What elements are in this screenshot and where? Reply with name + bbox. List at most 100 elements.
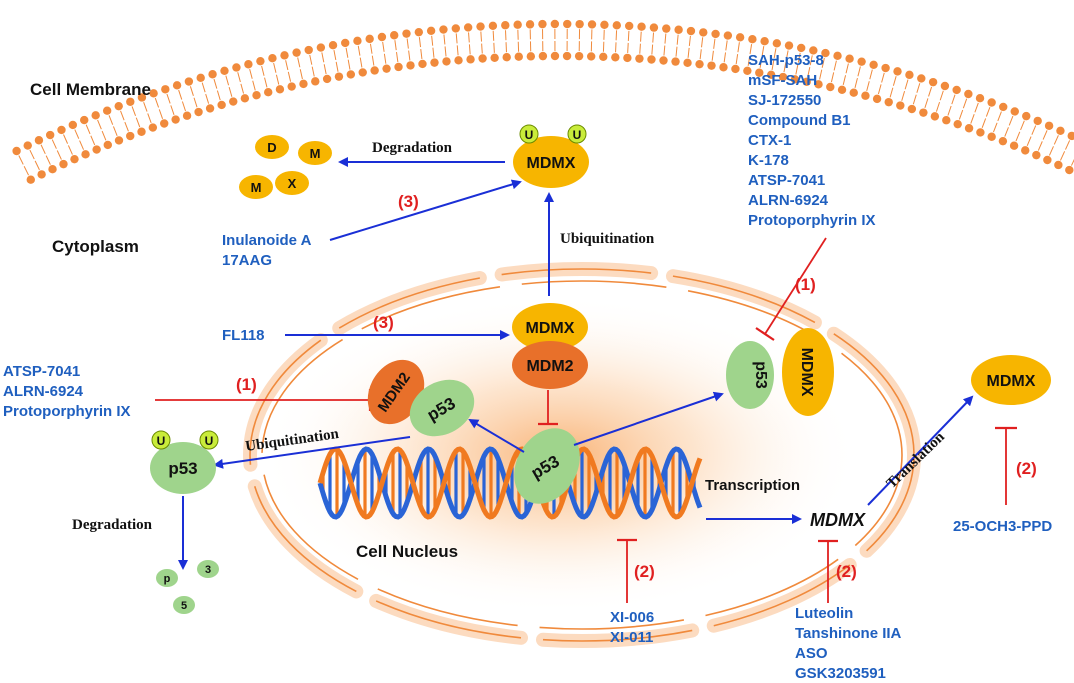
lipid-tail (309, 54, 313, 65)
lipid-head (649, 23, 659, 32)
lipid-tail (651, 44, 654, 55)
lipid-tail (807, 66, 811, 77)
lipid-tail (323, 64, 327, 75)
lipid-tail (216, 90, 221, 101)
lipid-tail (383, 53, 387, 64)
lipid-head (735, 33, 745, 42)
lipid-tail (981, 118, 987, 128)
fragment-3: 3 (205, 564, 211, 576)
lipid-tail (273, 62, 277, 73)
ub-tag-3: U (157, 434, 166, 448)
lipid-head (942, 116, 951, 125)
lipid-tail (213, 78, 218, 89)
lipid-tail (640, 31, 642, 42)
lipid-head (896, 101, 905, 110)
nucleus-envelope-inner (261, 280, 903, 630)
lipid-head (45, 130, 55, 140)
lipid-tail (997, 111, 1002, 122)
degradation-label-left: Degradation (72, 517, 153, 533)
lipid-head (1065, 165, 1074, 175)
lipid-tail (201, 82, 206, 93)
lipid-tail (178, 89, 183, 100)
lipid-head (34, 136, 44, 145)
lipid-tail (928, 86, 933, 97)
lipid-head (205, 104, 215, 113)
lipid-head (550, 51, 560, 61)
lipid-tail (970, 113, 975, 124)
lipid-head (802, 77, 811, 86)
lipid-head (647, 55, 656, 64)
lipid-tail (785, 50, 789, 61)
p53-ubiquitinated: U U p53 (150, 430, 219, 494)
p53-to-mdm2-arrow (468, 418, 525, 453)
lipid-head (1043, 155, 1052, 165)
cell-membrane-label: Cell Membrane (30, 80, 151, 99)
lipid-head (92, 145, 101, 154)
lipid-head (538, 19, 547, 29)
lipid-tail (443, 34, 446, 45)
ub-tag-1: U (525, 128, 534, 142)
lipid-tail (675, 46, 678, 57)
lipid-head (869, 60, 878, 69)
lipid-tail (359, 57, 363, 68)
lipid-head (463, 23, 473, 32)
lipid-head (1056, 126, 1065, 135)
lipid-head (148, 123, 158, 132)
lipid-tail (297, 57, 301, 68)
drug-atsp-7041-left: ATSP-7041 (3, 363, 80, 380)
inhibit-line-group1-right (764, 237, 827, 335)
lipid-head (161, 85, 170, 94)
lipid-tail (382, 41, 385, 52)
mdmx-right (971, 355, 1051, 405)
degraded-mdmx-fragments: D M M X (239, 135, 332, 199)
lipid-head (114, 101, 123, 111)
lipid-tail (408, 50, 411, 61)
lipid-tail (249, 68, 253, 79)
lipid-head (439, 25, 448, 34)
inulanoide-arrow (329, 179, 522, 241)
lipid-head (849, 88, 858, 97)
lipid-head (126, 97, 135, 106)
lipid-head (81, 150, 90, 159)
lipid-head (637, 22, 646, 31)
lipid-head (229, 97, 238, 106)
lipid-tail (335, 61, 339, 72)
lipid-tail (287, 71, 292, 82)
lipid-tail (783, 62, 787, 73)
lipid-tail (101, 130, 107, 141)
lipid-head (304, 45, 313, 55)
lipid-head (612, 21, 622, 30)
marker-2-center: (2) (634, 562, 655, 581)
lipid-tail (958, 109, 964, 120)
lipid-tail (761, 46, 765, 57)
marker-1-left: (1) (236, 375, 257, 394)
lipid-head (748, 34, 757, 44)
lipid-tail (240, 83, 245, 94)
lipid-head (699, 28, 708, 37)
drug-17aag: 17AAG (222, 252, 272, 269)
lipid-tail (371, 55, 375, 66)
lipid-head (59, 159, 68, 169)
lipid-head (502, 52, 511, 62)
lipid-head (695, 59, 704, 69)
lipid-head (264, 87, 273, 97)
lipid-head (490, 53, 499, 62)
lipid-head (91, 111, 100, 120)
lipid-head (244, 60, 253, 69)
drug-list-group1-right: SAH-p53-8 mSF-SAH SJ-172550 Compound B1 … (748, 52, 876, 229)
lipid-head (563, 19, 572, 29)
lipid-head (907, 104, 917, 114)
lipid-tail (688, 35, 691, 46)
lipid-head (358, 68, 367, 77)
lipid-head (686, 26, 696, 36)
drug-list-group2-center: XI-006 XI-011 (610, 609, 654, 646)
lipid-tail (1048, 146, 1054, 156)
lipid-tail (225, 75, 230, 86)
lipid-tail (431, 35, 434, 46)
mdmx-right-complex-label: MDMX (798, 348, 815, 397)
lipid-tail (892, 76, 897, 86)
fragment-x: X (288, 176, 297, 191)
lipid-head (102, 106, 112, 115)
lipid-tail (904, 79, 909, 90)
lipid-head (987, 132, 996, 141)
